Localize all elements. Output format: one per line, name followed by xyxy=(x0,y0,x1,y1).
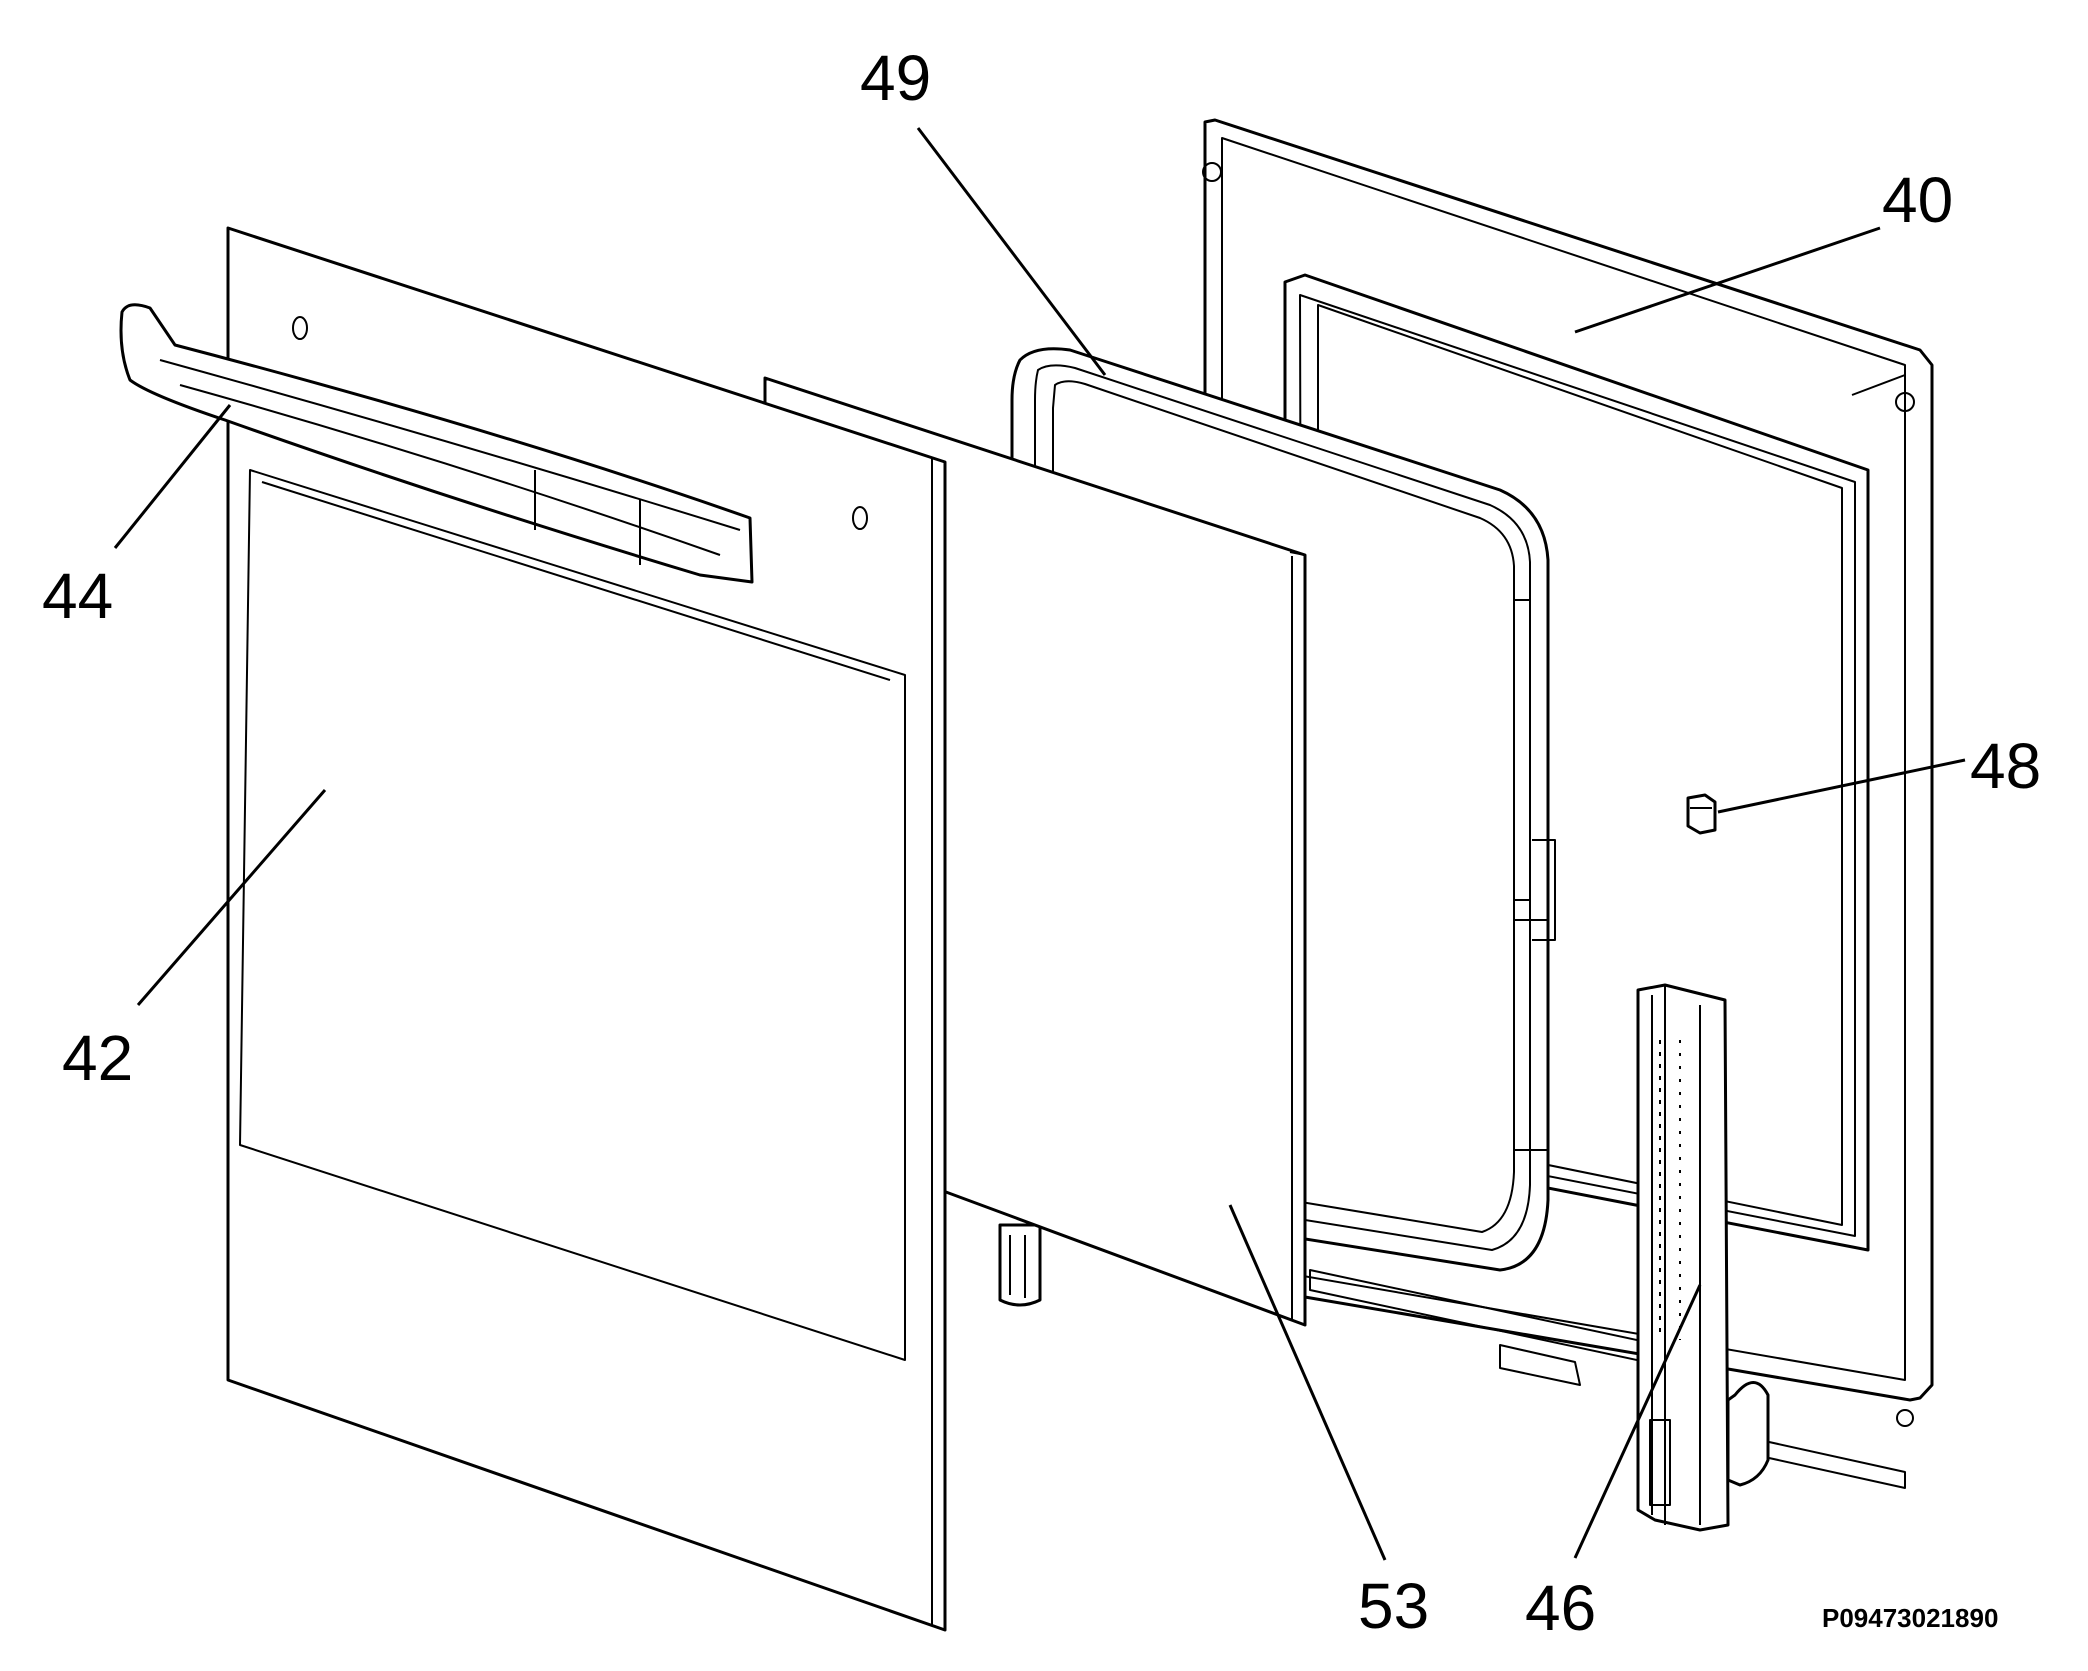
callout-42: 42 xyxy=(62,1022,133,1094)
leader-49 xyxy=(916,127,1107,376)
leader-48 xyxy=(1717,758,1966,814)
leader-46 xyxy=(1573,1284,1702,1559)
callout-labels: 40 42 44 46 48 49 53 xyxy=(42,42,2041,1644)
callout-40: 40 xyxy=(1882,164,1953,236)
door-handle xyxy=(119,303,754,584)
door-clip xyxy=(1686,793,1717,835)
callout-53: 53 xyxy=(1358,1570,1429,1642)
door-hinge xyxy=(1636,983,1770,1532)
callout-49: 49 xyxy=(860,42,931,114)
callout-48: 48 xyxy=(1970,730,2041,802)
leader-40 xyxy=(1574,226,1881,334)
callout-46: 46 xyxy=(1525,1572,1596,1644)
callout-44: 44 xyxy=(42,560,113,632)
outer-door-glass xyxy=(226,226,947,1632)
leader-44 xyxy=(113,404,232,549)
leader-53 xyxy=(1228,1204,1387,1561)
leader-lines xyxy=(113,127,1966,1561)
drawing-code: P09473021890 xyxy=(1822,1603,1998,1633)
leader-42 xyxy=(136,789,327,1006)
